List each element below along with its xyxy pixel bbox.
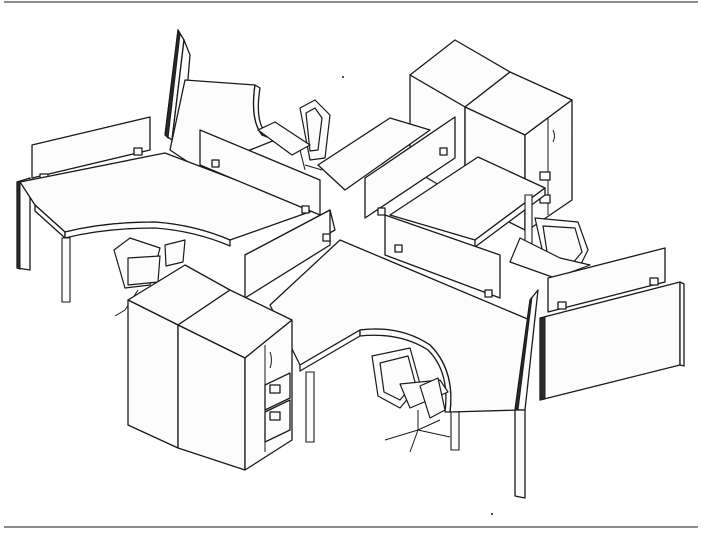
divider-panel-center — [245, 210, 335, 298]
storage-cabinet-front-right — [178, 290, 292, 470]
storage-cabinet-front-left — [128, 265, 230, 448]
desk-leg — [306, 372, 314, 442]
end-panel-left — [17, 178, 30, 270]
divider-panel-back-center — [318, 118, 430, 190]
end-panel-right — [540, 282, 684, 400]
chair-front — [372, 348, 450, 452]
chair-left — [114, 238, 185, 316]
desk-leg — [451, 412, 459, 450]
desk-top-front — [270, 240, 530, 450]
chair-back-right — [510, 218, 590, 278]
chair-back-left — [258, 100, 330, 170]
divider-panel-right-center — [385, 215, 500, 298]
panel-clip — [134, 148, 142, 155]
stray-mark — [491, 513, 493, 515]
desk-top-left — [20, 153, 315, 302]
tall-privacy-panel-front — [515, 290, 538, 498]
privacy-screen-back-right — [365, 117, 455, 218]
stray-mark — [342, 76, 344, 78]
desk-top-back-right — [390, 157, 545, 255]
privacy-screen-right — [548, 248, 665, 312]
desk-leg — [62, 238, 70, 302]
